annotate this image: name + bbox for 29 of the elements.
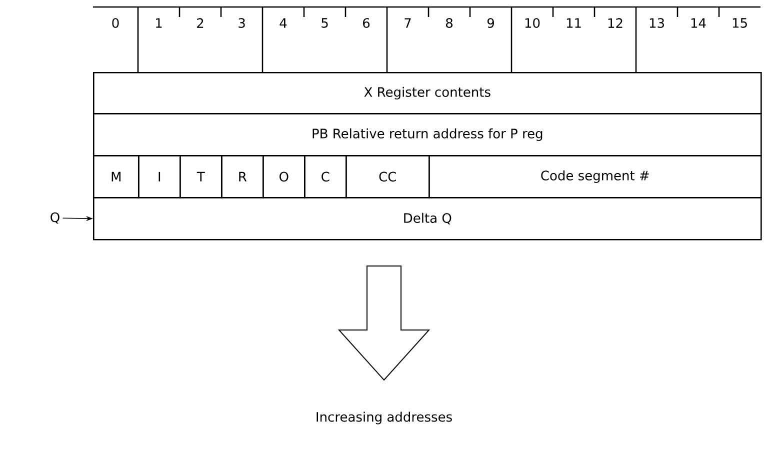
bit-number: 14 bbox=[691, 18, 706, 28]
bit-number: 7 bbox=[404, 18, 411, 28]
bit-number: 15 bbox=[732, 18, 747, 28]
bit-number: 9 bbox=[487, 18, 494, 28]
bit-cell: T bbox=[180, 155, 222, 198]
bit-number: 1 bbox=[156, 18, 162, 28]
bit-cell: O bbox=[262, 155, 306, 198]
bit-number: 11 bbox=[566, 18, 581, 28]
bit-number: 13 bbox=[650, 18, 664, 28]
register-row: PB Relative return address for P reg bbox=[93, 113, 762, 156]
bit-cell: I bbox=[138, 155, 181, 198]
bit-number: 5 bbox=[322, 18, 328, 28]
field-cell: CC bbox=[346, 155, 430, 198]
pointer-label: Q bbox=[50, 212, 60, 224]
bit-cell: C bbox=[304, 155, 347, 198]
bit-number: 3 bbox=[238, 18, 245, 28]
bit-cell: M bbox=[93, 155, 140, 198]
bit-cell: R bbox=[221, 155, 264, 198]
register-row: Delta Q bbox=[93, 197, 762, 240]
bit-number: 6 bbox=[363, 18, 370, 28]
field-cell: Code segment # bbox=[428, 155, 762, 198]
bit-number: 4 bbox=[280, 18, 287, 28]
bit-number: 10 bbox=[525, 18, 540, 28]
caption-text: Increasing addresses bbox=[316, 412, 452, 424]
register-row: X Register contents bbox=[93, 72, 762, 114]
bit-number: 0 bbox=[112, 18, 119, 28]
bit-number: 2 bbox=[197, 18, 204, 28]
bit-number: 8 bbox=[446, 18, 452, 28]
bit-number: 12 bbox=[608, 18, 622, 28]
